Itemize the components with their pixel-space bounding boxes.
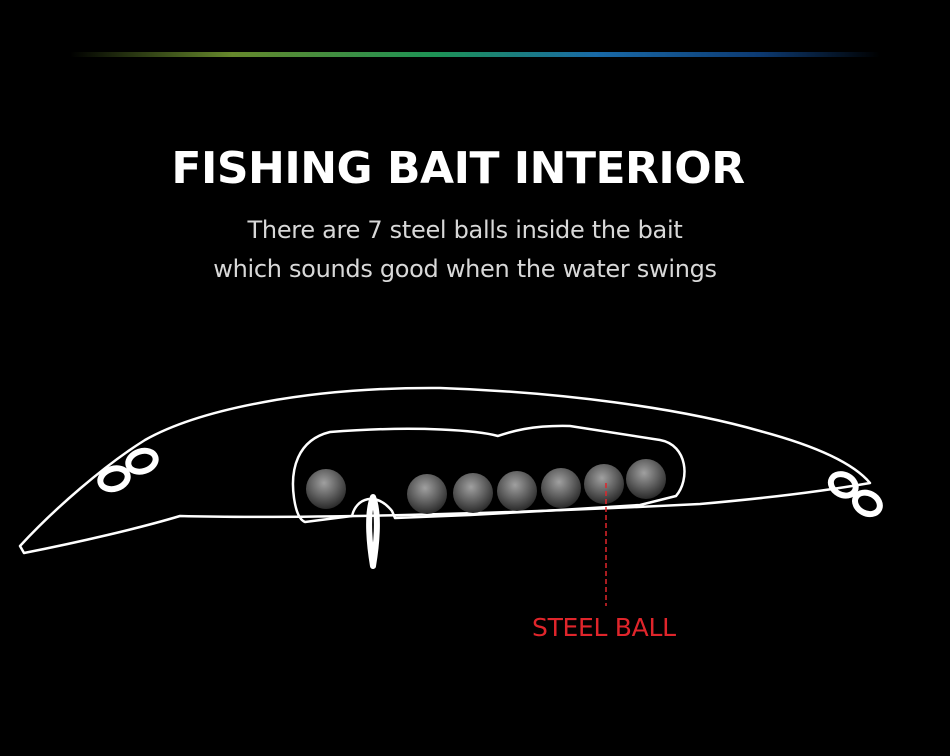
- subtitle-line-2: which sounds good when the water swings: [213, 255, 717, 283]
- steel-ball: [584, 464, 624, 504]
- rear-tie-ring-icon: [827, 471, 883, 518]
- steel-ball-callout-label: STEEL BALL: [532, 613, 676, 642]
- belly-hook-eye-icon: [366, 494, 380, 569]
- ball-chamber-outline: [291, 424, 686, 524]
- steel-ball: [497, 471, 537, 511]
- lure-body-outline: [18, 386, 872, 555]
- front-tie-ring-icon: [97, 447, 159, 493]
- steel-ball: [306, 469, 346, 509]
- gradient-divider: [70, 52, 880, 57]
- steel-ball: [541, 468, 581, 508]
- page-title: FISHING BAIT INTERIOR: [171, 143, 745, 194]
- steel-ball: [407, 474, 447, 514]
- subtitle-line-1: There are 7 steel balls inside the bait: [247, 216, 683, 244]
- steel-ball: [626, 459, 666, 499]
- steel-ball: [453, 473, 493, 513]
